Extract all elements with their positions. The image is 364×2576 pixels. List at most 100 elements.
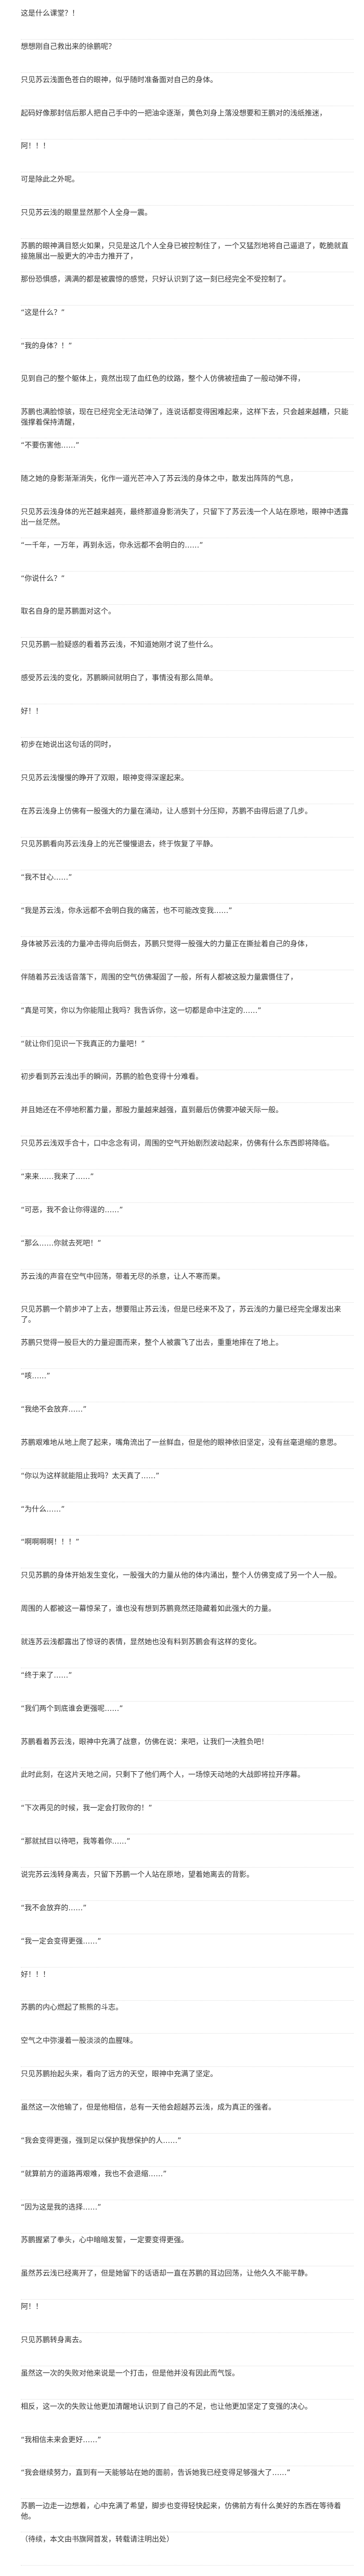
paragraph-divider	[21, 404, 354, 405]
paragraph: 只见苏鹏看向苏云浅身上的光芒慢慢退去，终于恢复了平静。	[21, 840, 217, 848]
paragraph: 苏鹏也满脸惊骇，现在已经完全无法动弹了，连说话都变得困难起来，这样下去，只会越来…	[21, 408, 348, 427]
paragraph: “我会继续努力，直到有一天能够站在她的面前，告诉她我已经变得足够强大了……”	[21, 2469, 291, 2477]
paragraph-divider	[21, 1269, 354, 1270]
paragraph: 虽然这一次的失败对他来说是一个打击，但是他并没有因此而气馁。	[21, 2369, 239, 2378]
paragraph: “下次再见的时候，我一定会打败你的！”	[21, 1804, 152, 1812]
paragraph: 苏鹏的内心燃起了熊熊的斗志。	[21, 2003, 123, 2012]
paragraph: 虽然苏云浅已经离开了，但是她留下的话语却一直在苏鹏的耳边回荡，让他久久不能平静。	[21, 2269, 312, 2278]
paragraph-divider	[21, 238, 354, 239]
paragraph: “啊啊啊啊！！！”	[21, 1538, 80, 1546]
paragraph: 取名自身的是苏鹏面对这个。	[21, 607, 115, 616]
paragraph: 周围的人都被这一幕惊呆了，谁也没有想到苏鹏竟然还隐藏着如此强大的力量。	[21, 1605, 276, 1613]
paragraph-divider	[21, 2332, 354, 2333]
paragraph-divider	[21, 305, 354, 306]
paragraph-divider	[21, 1036, 354, 1037]
paragraph-divider	[21, 1601, 354, 1602]
paragraph-divider	[21, 1701, 354, 1702]
paragraph: 只见苏云浅面色苍白的眼神，似乎随时准备面对自己的身体。	[21, 76, 217, 84]
paragraph: 可是除此之外呢。	[21, 175, 79, 184]
paragraph: “因为这是我的选择……”	[21, 2203, 101, 2212]
paragraph-divider	[21, 1202, 354, 1203]
paragraph: “那就拭目以待吧，我等着你……”	[21, 1837, 131, 1846]
paragraph: “一千年，一万年，再到永远，你永远都不会明白的……”	[21, 541, 203, 550]
paragraph: 起码好像那封信后那人把自己手中的一把油伞逐渐，黄色刘身上落没想要和王鹏对的浅纸推…	[21, 109, 327, 118]
paragraph: 好！！！	[21, 1971, 50, 1979]
paragraph-divider	[21, 1368, 354, 1369]
paragraph: “就算前方的道路再艰难，我也不会退缩……”	[21, 2170, 167, 2178]
paragraph-divider	[21, 2166, 354, 2167]
paragraph-divider	[21, 2432, 354, 2433]
paragraph-divider	[21, 72, 354, 73]
paragraph: “我是苏云浅，你永远都不会明白我的痛苦，也不可能改变我……”	[21, 907, 232, 915]
paragraph-divider	[21, 1335, 354, 1336]
paragraph-divider	[21, 2233, 354, 2234]
paragraph-divider	[21, 1003, 354, 1004]
paragraph: “我相信未来会更好……”	[21, 2436, 101, 2444]
paragraph: 好！！	[21, 707, 43, 716]
paragraph-divider	[21, 1169, 354, 1170]
paragraph-divider	[21, 338, 354, 339]
paragraph-divider	[21, 936, 354, 937]
paragraph: “我们两个到底谁会更强呢……”	[21, 1705, 123, 1713]
paragraph: “我一定会变得更强……”	[21, 1937, 101, 1946]
paragraph-divider	[21, 1634, 354, 1635]
paragraph: 只见苏鹏抬起头来，看向了远方的天空，眼神中充满了坚定。	[21, 2070, 217, 2078]
paragraph: 苏鹏只觉得一股巨大的力量迎面而来，整个人被震飞了出去，重重地摔在了地上。	[21, 1339, 283, 1347]
paragraph-divider	[21, 670, 354, 671]
paragraph-divider	[21, 2066, 354, 2067]
paragraph: 初步在她说出这句话的同时，	[21, 741, 115, 749]
paragraph: 阿！！	[21, 2303, 43, 2311]
paragraph: 苏鹏的眼神满目怒火如果，只见是这几个人全身已被控制住了，一个又猛烈地将自己逼退了…	[21, 242, 348, 261]
paragraph: 只见苏云浅身体的光芒越来越亮，最终那道身影消失了，只留下了苏云浅一个人站在原地，…	[21, 508, 348, 527]
paragraph-divider	[21, 2399, 354, 2400]
paragraph: “来来……我来了……”	[21, 1173, 94, 1181]
paragraph: 只见苏鹏的身体开始发生变化，一股强大的力量从他的体内涌出，整个人仿佛变成了另一个…	[21, 1571, 341, 1580]
paragraph: 只见苏云浅双手合十，口中念念有词，周围的空气开始剧烈波动起来，仿佛有什么东西即将…	[21, 1139, 334, 1148]
paragraph: “你以为这样就能阻止我吗？太天真了……”	[21, 1472, 160, 1480]
paragraph-divider	[21, 903, 354, 904]
paragraph: 阿！！！	[21, 142, 50, 150]
paragraph-divider	[21, 2299, 354, 2300]
paragraph-divider	[21, 1102, 354, 1103]
paragraph: 此时此刻，在这片天地之间，只剩下了他们两个人，一场惊天动地的大战即将拉开序幕。	[21, 1771, 305, 1779]
paragraph-divider	[21, 1734, 354, 1735]
paragraph-divider	[21, 1535, 354, 1536]
paragraph: 只见苏鹏一脸疑惑的看着苏云浅，不知道她刚才说了些什么。	[21, 641, 217, 649]
paragraph-divider	[21, 1800, 354, 1801]
paragraph: 这是什么课堂？！	[21, 9, 79, 18]
paragraph: “这是什么？”	[21, 309, 65, 317]
paragraph-divider	[21, 1302, 354, 1303]
paragraph: “那么……你就去死吧！”	[21, 1239, 101, 1248]
paragraph-divider	[21, 2498, 354, 2499]
paragraph-divider	[21, 2000, 354, 2001]
paragraph: “我会变得更强，强到足以保护我想保护的人……”	[21, 2137, 181, 2145]
paragraph-divider	[21, 1900, 354, 1901]
paragraph: “可恶，我不会让你得逞的……”	[21, 1206, 123, 1214]
paragraph: 初步看到苏云浅出手的瞬间，苏鹏的脸色变得十分难看。	[21, 1073, 203, 1081]
paragraph-divider	[21, 1867, 354, 1868]
paragraph: 只见苏鹏一个箭步冲了上去，想要阻止苏云浅，但是已经来不及了，苏云浅的力量已经完全…	[21, 1305, 341, 1324]
paragraph-divider	[21, 39, 354, 40]
paragraph: 苏云浅的声音在空气中回荡，带着无尽的杀意，让人不寒而栗。	[21, 1273, 225, 1281]
paragraph: 就连苏云浅都露出了惊讶的表情，显然她也没有料到苏鹏会有这样的变化。	[21, 1638, 261, 1646]
paragraph: （待续，本文由书旗网首发，转载请注明出处）	[21, 2535, 174, 2544]
paragraph-divider	[21, 737, 354, 738]
paragraph-divider	[21, 637, 354, 638]
paragraph: 相反，这一次的失败让他更加清醒地认识到了自己的不足，也让他更加坚定了变强的决心。	[21, 2403, 312, 2411]
paragraph-divider	[21, 2033, 354, 2034]
paragraph: 随之她的身影渐渐消失，化作一道光芒冲入了苏云浅的身体之中，散发出阵阵的气息，	[21, 475, 297, 483]
paragraph: “我不甘心……”	[21, 873, 72, 882]
paragraph: 想想刚自己救出来的徐鹏呢？	[21, 43, 115, 51]
paragraph: 苏鹏一边走一边想着，心中充满了希望，脚步也变得轻快起来，仿佛前方有什么美好的东西…	[21, 2502, 341, 2521]
paragraph: 苏鹏看着苏云浅，眼神中充满了战意，仿佛在说：来吧，让我们一决胜负吧！	[21, 1738, 268, 1746]
paragraph: 苏鹏艰难地从地上爬了起来，嘴角流出了一丝鲜血，但是他的眼神依旧坚定，没有丝毫退缩…	[21, 1439, 341, 1447]
paragraph: 只见苏云浅慢慢的睁开了双眼，眼神变得深邃起来。	[21, 774, 188, 782]
paragraph: “就让你们见识一下我真正的力量吧！”	[21, 1040, 145, 1048]
paragraph: “为什么……”	[21, 1505, 65, 1514]
paragraph-divider	[21, 2133, 354, 2134]
paragraph: 伴随着苏云浅话音落下，周围的空气仿佛凝固了一般，所有人都被这股力量震慑住了，	[21, 973, 297, 982]
paragraph: “我绝不会放弃……”	[21, 1405, 87, 1414]
paragraph: 只见苏云浅的眼里显然那个人全身一震。	[21, 209, 152, 217]
paragraph: “咳……”	[21, 1372, 50, 1380]
paragraph-divider	[21, 1468, 354, 1469]
